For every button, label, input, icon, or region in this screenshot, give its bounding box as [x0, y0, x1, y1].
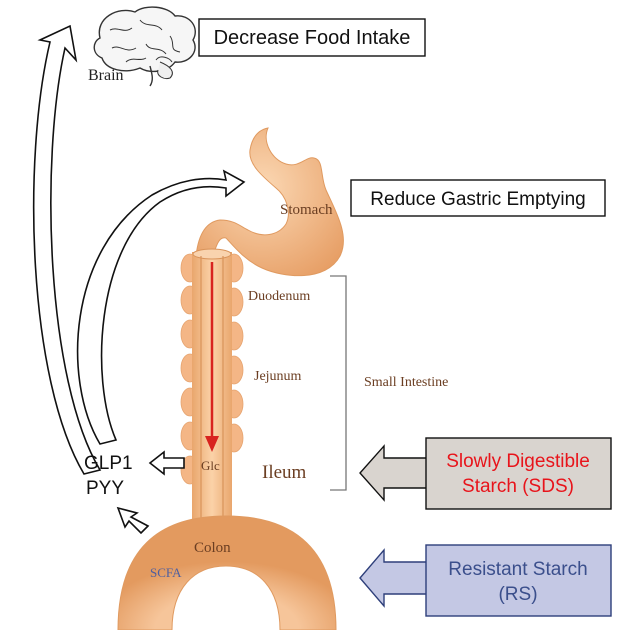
- reduce-gastric-emptying-box: Reduce Gastric Emptying: [350, 179, 606, 217]
- rs-label-line2: (RS): [498, 584, 537, 605]
- sds-label-line2: Starch (SDS): [462, 476, 574, 497]
- stomach-shape: [195, 127, 344, 277]
- small-intestine-bracket: [330, 275, 347, 491]
- sds-label-line1: Slowly Digestible: [446, 451, 590, 472]
- decrease-food-intake-box: Decrease Food Intake: [198, 18, 426, 57]
- glc-label: Glc: [201, 458, 220, 473]
- rs-label-line1: Resistant Starch: [448, 559, 587, 580]
- rs-box: Resistant Starch (RS): [425, 544, 612, 617]
- arrow-to-brain: [32, 24, 102, 475]
- brain-icon: [93, 6, 196, 87]
- sds-box: Slowly Digestible Starch (SDS): [425, 437, 612, 510]
- arrow-to-stomach: [76, 169, 246, 445]
- small-intestine-tube: [180, 248, 244, 542]
- colon-label: Colon: [194, 540, 231, 556]
- jejunum-label: Jejunum: [254, 369, 302, 384]
- scfa-label: SCFA: [150, 565, 182, 580]
- arrow-colon-to-pyy: [116, 506, 150, 535]
- small-intestine-label: Small Intestine: [364, 375, 448, 390]
- stomach-label: Stomach: [280, 202, 333, 218]
- arrow-glc-to-glp1: [148, 450, 185, 476]
- pyy-label: PYY: [86, 478, 124, 499]
- reduce-gastric-emptying-label: Reduce Gastric Emptying: [370, 189, 585, 210]
- glucose-flow-arrow: [205, 262, 219, 452]
- decrease-food-intake-label: Decrease Food Intake: [214, 27, 411, 49]
- glp1-label: GLP1: [84, 453, 133, 474]
- arrow-rs-to-colon: [359, 548, 433, 608]
- ileum-label: Ileum: [262, 462, 307, 483]
- colon-shape: [117, 515, 337, 630]
- arrow-sds-to-ileum: [359, 444, 433, 502]
- brain-label: Brain: [88, 67, 124, 84]
- duodenum-label: Duodenum: [248, 289, 310, 304]
